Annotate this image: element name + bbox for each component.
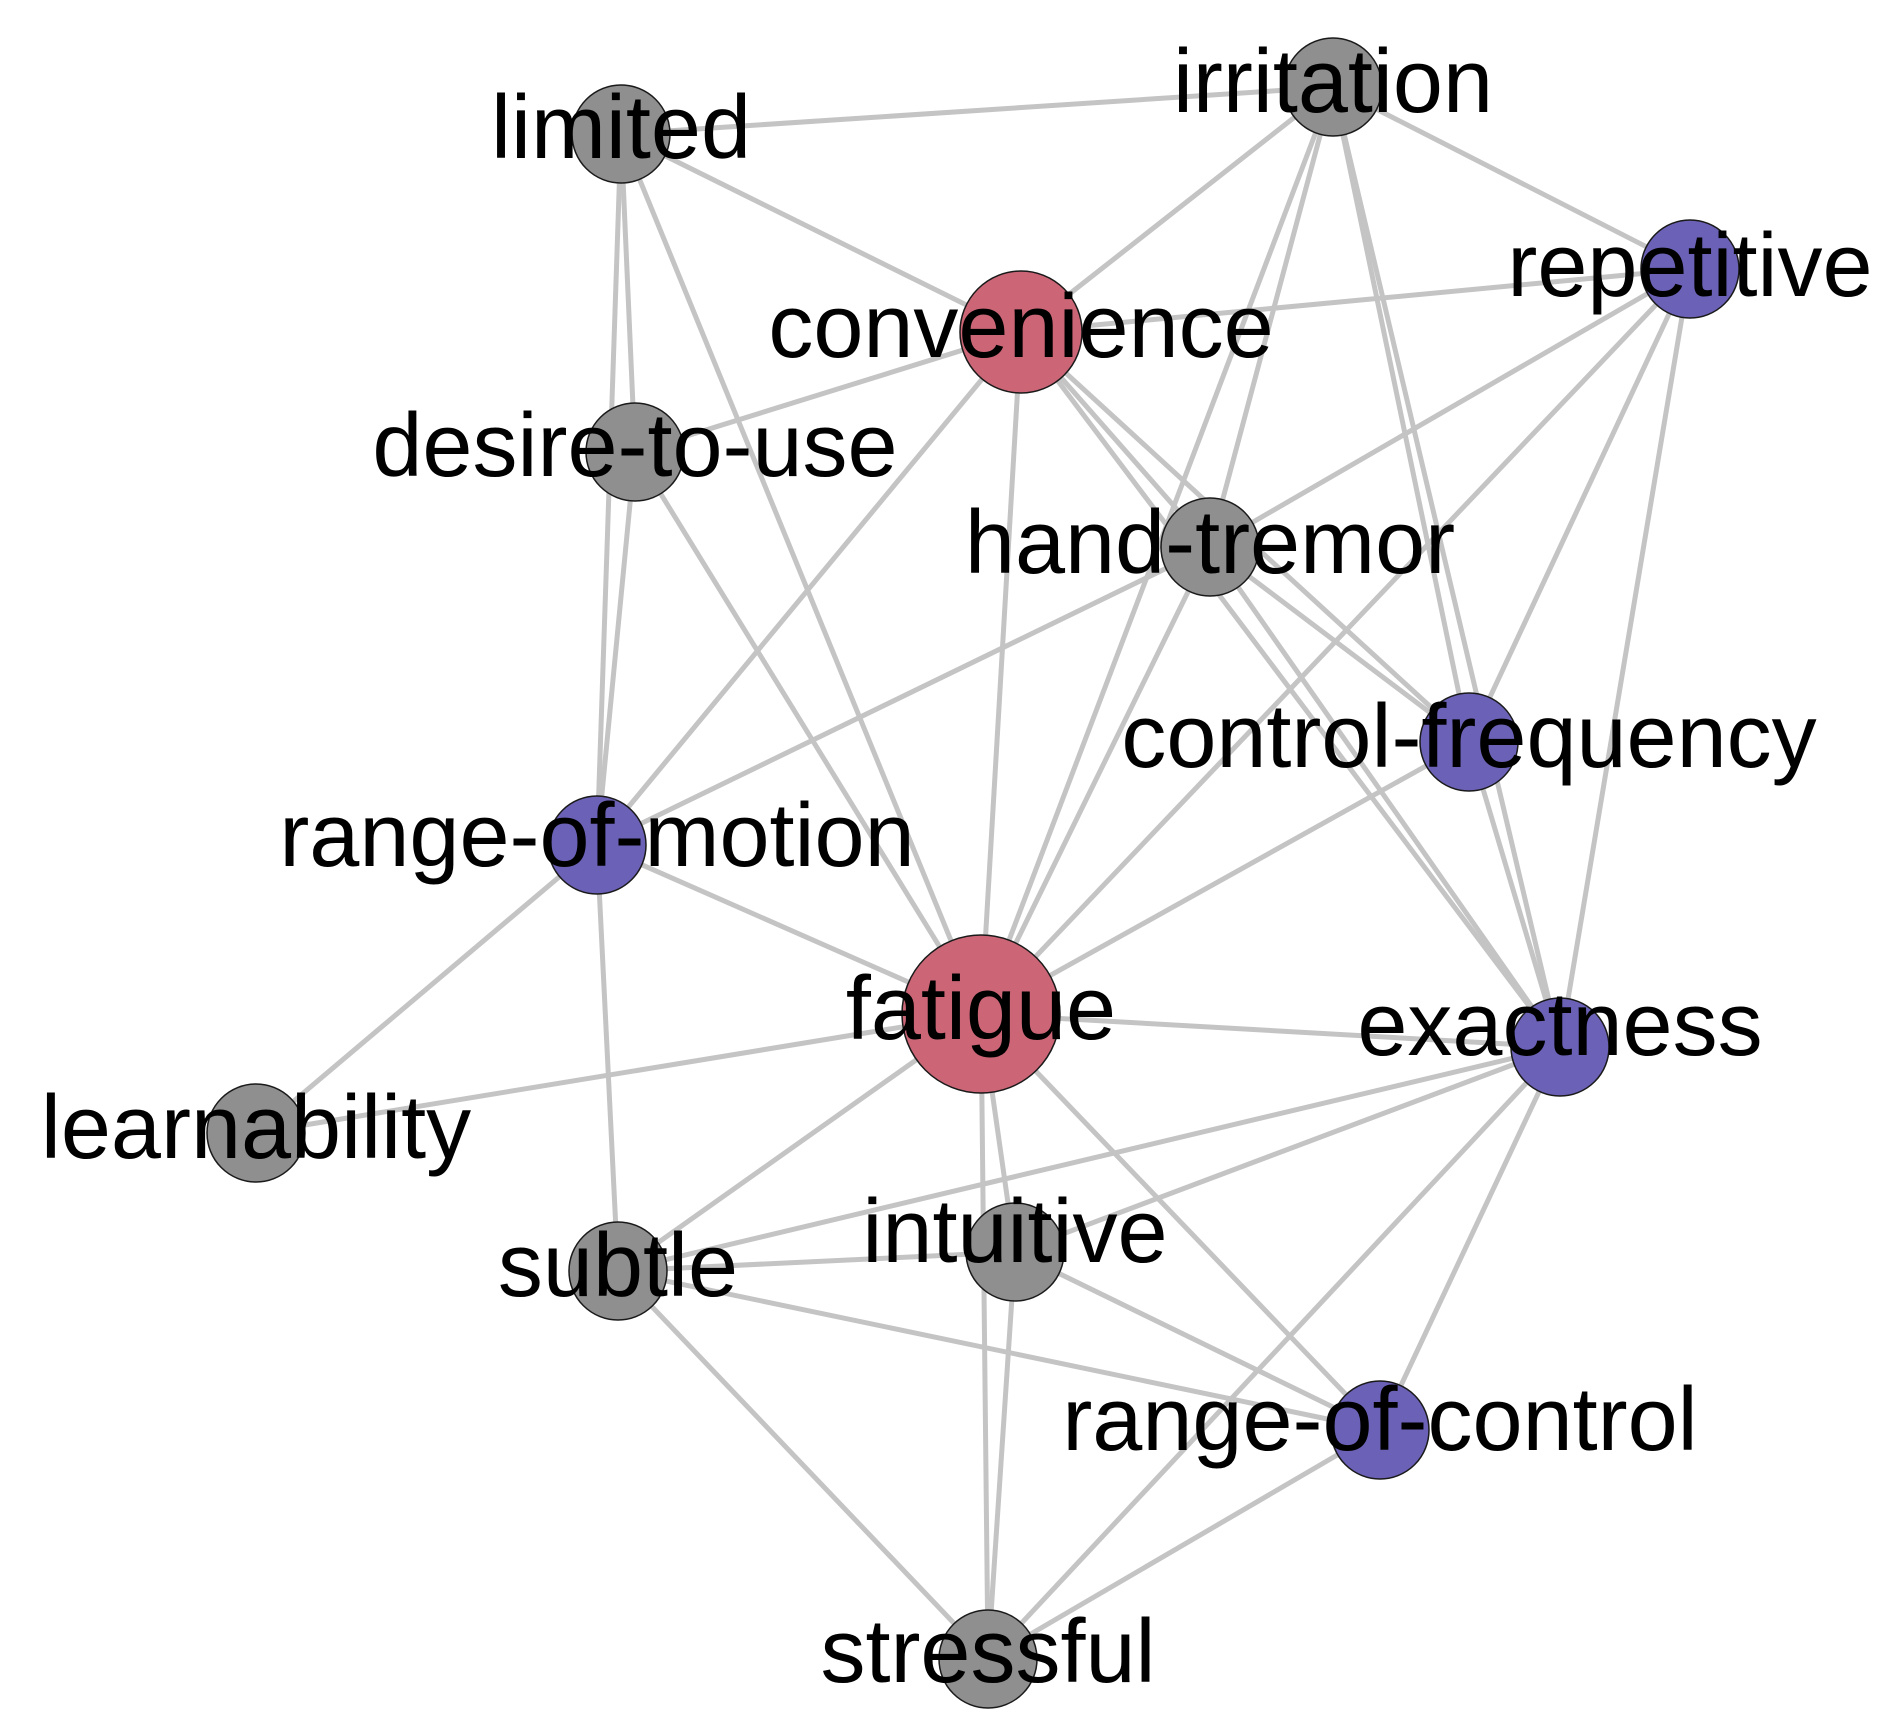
edge-convenience-exactness bbox=[1019, 330, 1562, 1049]
edge-intuitive-stressful bbox=[985, 1251, 1018, 1660]
node-fatigue bbox=[901, 934, 1061, 1094]
node-intuitive bbox=[965, 1202, 1065, 1302]
edge-irritation-repetitive bbox=[1331, 84, 1692, 272]
edge-range-of-motion-subtle bbox=[594, 844, 621, 1272]
edge-subtle-stressful bbox=[616, 1269, 990, 1661]
edge-irritation-exactness bbox=[1330, 86, 1563, 1048]
node-label-intuitive: intuitive bbox=[862, 1182, 1167, 1282]
node-label-exactness: exactness bbox=[1357, 975, 1762, 1075]
edge-repetitive-convenience bbox=[1020, 266, 1691, 335]
node-control-frequency bbox=[1419, 692, 1519, 792]
node-layer bbox=[206, 37, 1740, 1709]
edge-convenience-range-of-motion bbox=[595, 330, 1023, 847]
node-label-stressful: stressful bbox=[820, 1602, 1155, 1702]
node-stressful bbox=[938, 1609, 1038, 1709]
node-desire-to-use bbox=[585, 402, 685, 502]
edge-irritation-convenience bbox=[1019, 85, 1335, 334]
node-label-control-frequency: control-frequency bbox=[1121, 687, 1816, 787]
edge-convenience-fatigue bbox=[978, 331, 1024, 1015]
node-label-subtle: subtle bbox=[498, 1216, 738, 1316]
edge-repetitive-hand-tremor bbox=[1208, 266, 1692, 550]
edge-irritation-hand-tremor bbox=[1207, 86, 1336, 548]
edge-limited-desire-to-use bbox=[618, 133, 638, 453]
node-irritation bbox=[1283, 37, 1383, 137]
edge-hand-tremor-range-of-motion bbox=[595, 544, 1212, 848]
node-limited bbox=[571, 84, 671, 184]
node-label-fatigue: fatigue bbox=[846, 959, 1116, 1059]
node-subtle bbox=[568, 1221, 668, 1321]
edge-desire-to-use-fatigue bbox=[632, 450, 984, 1016]
edge-irritation-fatigue bbox=[978, 86, 1336, 1015]
edge-repetitive-exactness bbox=[1557, 268, 1693, 1048]
edge-control-frequency-fatigue bbox=[979, 739, 1471, 1017]
edge-layer bbox=[254, 84, 1693, 1662]
node-label-limited: limited bbox=[491, 78, 751, 178]
edge-exactness-intuitive bbox=[1014, 1044, 1561, 1255]
edge-hand-tremor-exactness bbox=[1207, 545, 1563, 1049]
edge-subtle-range-of-control bbox=[617, 1268, 1381, 1433]
edge-intuitive-subtle bbox=[617, 1249, 1016, 1274]
edge-exactness-subtle bbox=[617, 1044, 1561, 1274]
edge-hand-tremor-fatigue bbox=[978, 545, 1213, 1016]
edge-fatigue-learnability bbox=[255, 1011, 982, 1136]
edge-desire-to-use-range-of-motion bbox=[594, 451, 638, 846]
node-label-range-of-control: range-of-control bbox=[1062, 1370, 1697, 1470]
node-learnability bbox=[206, 1083, 306, 1183]
node-hand-tremor bbox=[1160, 497, 1260, 597]
edge-hand-tremor-control-frequency bbox=[1208, 545, 1471, 744]
edge-range-of-motion-learnability bbox=[254, 843, 599, 1135]
node-label-repetitive: repetitive bbox=[1507, 216, 1872, 316]
node-label-range-of-motion: range-of-motion bbox=[279, 786, 914, 886]
edge-irritation-control-frequency bbox=[1330, 86, 1472, 743]
node-range-of-motion bbox=[547, 795, 647, 895]
node-exactness bbox=[1510, 997, 1610, 1097]
node-convenience bbox=[959, 270, 1083, 394]
node-label-irritation: irritation bbox=[1173, 32, 1493, 132]
edge-exactness-range-of-control bbox=[1377, 1045, 1563, 1432]
node-label-hand-tremor: hand-tremor bbox=[965, 493, 1455, 593]
edge-limited-convenience bbox=[619, 131, 1023, 335]
node-label-learnability: learnability bbox=[41, 1078, 471, 1178]
edge-convenience-desire-to-use bbox=[634, 329, 1022, 455]
edge-limited-irritation bbox=[620, 84, 1334, 137]
edge-exactness-stressful bbox=[986, 1045, 1562, 1661]
edge-repetitive-control-frequency bbox=[1466, 267, 1693, 744]
node-repetitive bbox=[1640, 219, 1740, 319]
edge-limited-fatigue bbox=[618, 133, 984, 1015]
edge-control-frequency-exactness bbox=[1466, 741, 1563, 1048]
node-label-desire-to-use: desire-to-use bbox=[372, 396, 897, 496]
edge-fatigue-stressful bbox=[978, 1013, 991, 1660]
edge-range-of-control-stressful bbox=[986, 1427, 1382, 1662]
edge-intuitive-range-of-control bbox=[1013, 1249, 1382, 1433]
edge-fatigue-exactness bbox=[980, 1011, 1561, 1050]
edge-fatigue-range-of-control bbox=[979, 1012, 1382, 1432]
node-range-of-control bbox=[1330, 1380, 1430, 1480]
node-label-convenience: convenience bbox=[768, 277, 1273, 377]
